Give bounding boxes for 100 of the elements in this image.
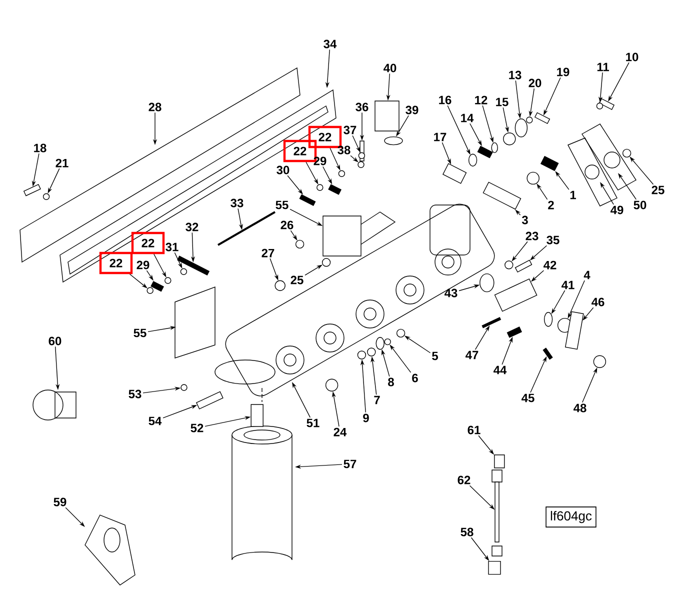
callout-number: 27 <box>262 248 274 258</box>
callout-number: 3 <box>522 216 528 224</box>
plug <box>274 280 286 291</box>
nut <box>384 338 391 346</box>
callout-number: 14 <box>461 114 474 122</box>
callout-number: 16 <box>439 96 452 104</box>
boxed-callout-number: 22 <box>99 252 133 274</box>
callout-number: 18 <box>34 144 46 152</box>
callout-number: 37 <box>344 126 356 134</box>
callout-number: 40 <box>384 64 396 72</box>
callout-number: 34 <box>324 40 337 48</box>
callout-number: 35 <box>546 236 560 244</box>
callout-number: 24 <box>334 428 347 436</box>
callout-number: 55 <box>134 328 146 338</box>
callout-number: 58 <box>460 528 474 536</box>
plug <box>396 328 406 338</box>
callout-number: 43 <box>444 288 458 298</box>
washer <box>42 193 50 200</box>
callout-number: 4 <box>584 270 590 280</box>
leader-line <box>65 507 85 527</box>
callout-number: 6 <box>412 374 418 382</box>
figure-id-box: lf604gc <box>546 506 596 528</box>
spring <box>506 326 522 338</box>
pin <box>299 194 316 206</box>
pin <box>542 348 553 360</box>
piston <box>442 163 467 184</box>
callout-number: 39 <box>406 106 418 114</box>
callout-number: 23 <box>526 232 538 240</box>
o-ring <box>480 273 494 292</box>
callout-number: 38 <box>338 146 350 154</box>
bolt <box>23 184 41 196</box>
callout-number: 33 <box>230 198 244 208</box>
callout-number: 60 <box>48 336 62 346</box>
gasket <box>322 216 362 256</box>
o-ring <box>491 142 498 154</box>
callout-number: 36 <box>356 102 368 112</box>
callout-number: 44 <box>494 366 507 374</box>
callout-number: 20 <box>528 78 542 88</box>
nut <box>322 258 331 267</box>
sleeve <box>482 182 522 210</box>
callout-number: 41 <box>562 280 574 290</box>
callout-number: 59 <box>54 498 66 506</box>
callout-number: 55 <box>276 200 288 210</box>
stud <box>250 404 264 427</box>
callout-number: 49 <box>610 206 624 214</box>
callout-number: 57 <box>344 460 356 468</box>
washer <box>367 348 376 356</box>
callout-number: 2 <box>548 200 554 210</box>
nut <box>596 102 604 110</box>
nut <box>526 116 533 124</box>
washer <box>358 152 366 159</box>
callout-number: 28 <box>148 102 162 112</box>
callout-number: 29 <box>136 260 150 270</box>
callout-number: 31 <box>166 242 178 252</box>
nut <box>295 240 304 249</box>
callout-number: 26 <box>280 220 294 230</box>
knob <box>593 355 606 368</box>
callout-number: 5 <box>432 352 438 360</box>
spring <box>477 146 493 158</box>
callout-number: 21 <box>56 158 68 168</box>
callout-number: 11 <box>597 62 609 72</box>
hose <box>494 482 500 542</box>
callout-number: 15 <box>496 98 508 106</box>
callout-number: 7 <box>374 396 380 404</box>
plug <box>526 172 540 185</box>
o-ring <box>544 312 553 327</box>
callout-number: 45 <box>522 394 534 402</box>
callout-number: 1 <box>570 190 576 200</box>
callout-number: 25 <box>652 186 664 194</box>
spring <box>540 156 559 172</box>
callout-number: 48 <box>574 404 586 412</box>
cover-plate <box>514 118 528 138</box>
canister <box>374 100 400 132</box>
callout-number: 54 <box>148 416 162 426</box>
bolt <box>196 391 224 410</box>
spring <box>150 281 164 292</box>
callout-number: 10 <box>626 52 638 62</box>
callout-number: 32 <box>186 222 198 232</box>
o-ring <box>468 154 478 166</box>
o-ring <box>384 136 403 146</box>
callout-number: 12 <box>475 96 488 104</box>
callout-number: 42 <box>544 260 556 270</box>
callout-number: 8 <box>388 378 394 386</box>
washer <box>358 161 364 168</box>
elbow <box>488 560 501 575</box>
callout-number: 19 <box>557 68 570 76</box>
plug <box>325 378 338 392</box>
washer <box>180 384 188 391</box>
callout-number: 52 <box>190 424 204 432</box>
callout-number: 9 <box>363 414 369 422</box>
callout-number: 61 <box>468 426 480 434</box>
callout-number: 25 <box>290 276 304 284</box>
rod <box>482 317 502 328</box>
washer <box>504 260 514 270</box>
plug <box>503 132 516 146</box>
spring <box>328 184 342 195</box>
callout-number: 46 <box>592 298 604 306</box>
callout-number: 62 <box>458 476 470 484</box>
callout-number: 51 <box>306 418 320 428</box>
callout-number: 30 <box>276 166 290 174</box>
